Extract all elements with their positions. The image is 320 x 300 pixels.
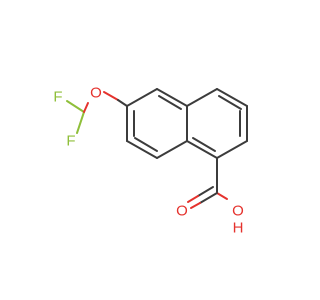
- ring-left-inner-double-1: [158, 95, 182, 110]
- hydroxyl-label: O: [232, 203, 244, 220]
- fluorine-top-label: F: [53, 89, 62, 106]
- ring-right-bond-2: [216, 88, 248, 107]
- ring-left-inner-double-2: [134, 137, 158, 152]
- bond-carbonyl-double-1: [190, 202, 201, 209]
- hydroxyl-hydrogen-label: H: [233, 220, 244, 237]
- bond-c-f-bottom: [76, 111, 85, 134]
- difluoromethyl-group: [66, 100, 89, 134]
- right-benzene-ring: [186, 88, 248, 159]
- bond-c-o-ether-left: [83, 102, 89, 113]
- ring-right-inner-double-1: [218, 95, 242, 110]
- bond-ring-to-oxygen: [117, 99, 128, 107]
- ring-right-inner-double-3: [192, 137, 216, 152]
- ether-oxygen-label: O: [90, 85, 102, 102]
- ether-linkage: [103, 91, 128, 107]
- ring-right-bond-1: [186, 88, 218, 107]
- ring-left-bond-5: [126, 140, 158, 159]
- molecule-structure-diagram: F F O O O H: [53, 85, 248, 237]
- bond-c-o-hydroxyl: [216, 192, 228, 200]
- fluorine-bottom-label: F: [66, 133, 75, 150]
- bond-c-f-top: [66, 100, 85, 113]
- ring-left-bond-2: [156, 88, 188, 107]
- bond-carbonyl-double-2a: [197, 186, 214, 197]
- ring-right-bond-5: [186, 140, 218, 159]
- ring-right-bond-4: [216, 140, 248, 159]
- left-benzene-ring: [126, 88, 188, 159]
- bond-o-c-ring: [103, 91, 119, 101]
- bond-carbonyl-single-part: [199, 192, 218, 204]
- carbonyl-oxygen-label: O: [176, 203, 188, 220]
- ring-left-bond-4: [156, 140, 188, 159]
- carboxylic-acid-group: [187, 157, 228, 209]
- bond-carbonyl-double-2b: [187, 195, 199, 203]
- ring-left-bond-1: [126, 88, 158, 107]
